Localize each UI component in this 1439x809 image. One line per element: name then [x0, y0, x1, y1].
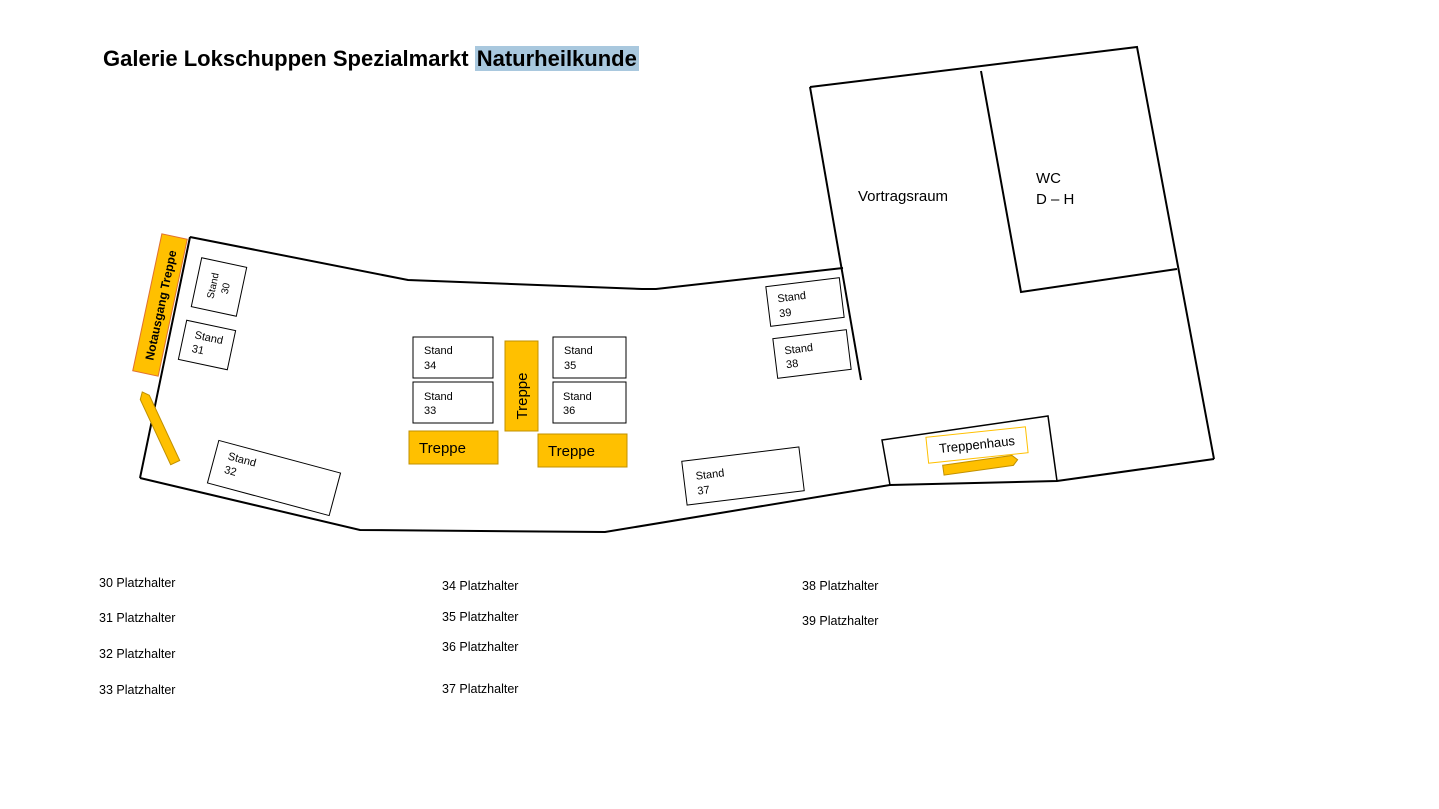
stand-36: Stand 36	[552, 381, 627, 424]
stand-33-label: Stand	[424, 391, 453, 403]
title-main: Galerie Lokschuppen Spezialmarkt	[103, 46, 469, 71]
stand-35-label: Stand	[564, 345, 593, 357]
stand-37: Stand 37	[681, 446, 805, 506]
room-label-vortragsraum: Vortragsraum	[858, 188, 948, 205]
hall-wall-top	[189, 236, 844, 290]
stand-37-number: 37	[697, 484, 711, 497]
emergency-exit-arrow	[139, 391, 181, 466]
stand-36-number: 36	[563, 405, 575, 417]
stand-33: Stand 33	[412, 381, 494, 424]
stand-31-label: Stand	[194, 329, 225, 347]
stairs-left-label: Treppe	[419, 440, 466, 457]
stand-39-label: Stand	[777, 290, 807, 305]
stairs-right: Treppe	[537, 433, 628, 468]
stand-34-label: Stand	[424, 345, 453, 357]
legend-item-39: 39 Platzhalter	[802, 614, 879, 628]
stand-39: Stand 39	[765, 277, 845, 327]
title-highlight: Naturheilkunde	[474, 46, 639, 71]
stand-39-number: 39	[779, 307, 793, 320]
stand-37-label: Stand	[695, 467, 725, 482]
vortragsraum-wall	[809, 86, 862, 381]
stairs-left: Treppe	[408, 430, 499, 465]
stand-33-number: 33	[424, 405, 436, 417]
legend-item-30: 30 Platzhalter	[99, 576, 176, 590]
treppenhaus: Treppenhaus	[925, 426, 1029, 464]
stairs-center-label: Treppe	[514, 373, 531, 420]
treppenhaus-walls	[881, 415, 1058, 486]
stand-31-number: 31	[191, 343, 205, 357]
stand-30-label: Stand	[206, 272, 222, 300]
stairs-center-vertical: Treppe	[504, 340, 539, 432]
legend-item-37: 37 Platzhalter	[442, 682, 519, 696]
page-title: Galerie Lokschuppen Spezialmarkt Naturhe…	[103, 44, 639, 74]
annex-outline	[809, 45, 1215, 460]
legend-item-34: 34 Platzhalter	[442, 579, 519, 593]
stand-35: Stand 35	[552, 336, 627, 379]
legend-item-33: 33 Platzhalter	[99, 683, 176, 697]
stand-30: Stand 30	[190, 257, 248, 317]
stand-32-number: 32	[223, 464, 238, 479]
stand-36-label: Stand	[563, 391, 592, 403]
legend-item-35: 35 Platzhalter	[442, 610, 519, 624]
legend-item-38: 38 Platzhalter	[802, 579, 879, 593]
treppenhaus-arrow	[942, 454, 1019, 476]
wc-outline	[980, 70, 1178, 294]
stand-35-number: 35	[564, 360, 576, 372]
legend-item-32: 32 Platzhalter	[99, 647, 176, 661]
stand-38: Stand 38	[772, 329, 852, 379]
stand-38-label: Stand	[784, 342, 814, 357]
stand-38-number: 38	[785, 358, 799, 371]
stand-34-number: 34	[424, 360, 436, 372]
hall-wall-left	[139, 236, 191, 479]
stairs-right-label: Treppe	[548, 443, 595, 460]
stand-32: Stand 32	[206, 439, 342, 517]
legend-item-31: 31 Platzhalter	[99, 611, 176, 625]
room-label-wc-gender: D – H	[1036, 191, 1074, 208]
legend-item-36: 36 Platzhalter	[442, 640, 519, 654]
hall-wall-bottom	[139, 458, 1215, 534]
stand-31: Stand 31	[177, 319, 237, 371]
room-label-wc: WC	[1036, 170, 1061, 187]
stand-34: Stand 34	[412, 336, 494, 379]
stand-30-number: 30	[220, 282, 233, 296]
